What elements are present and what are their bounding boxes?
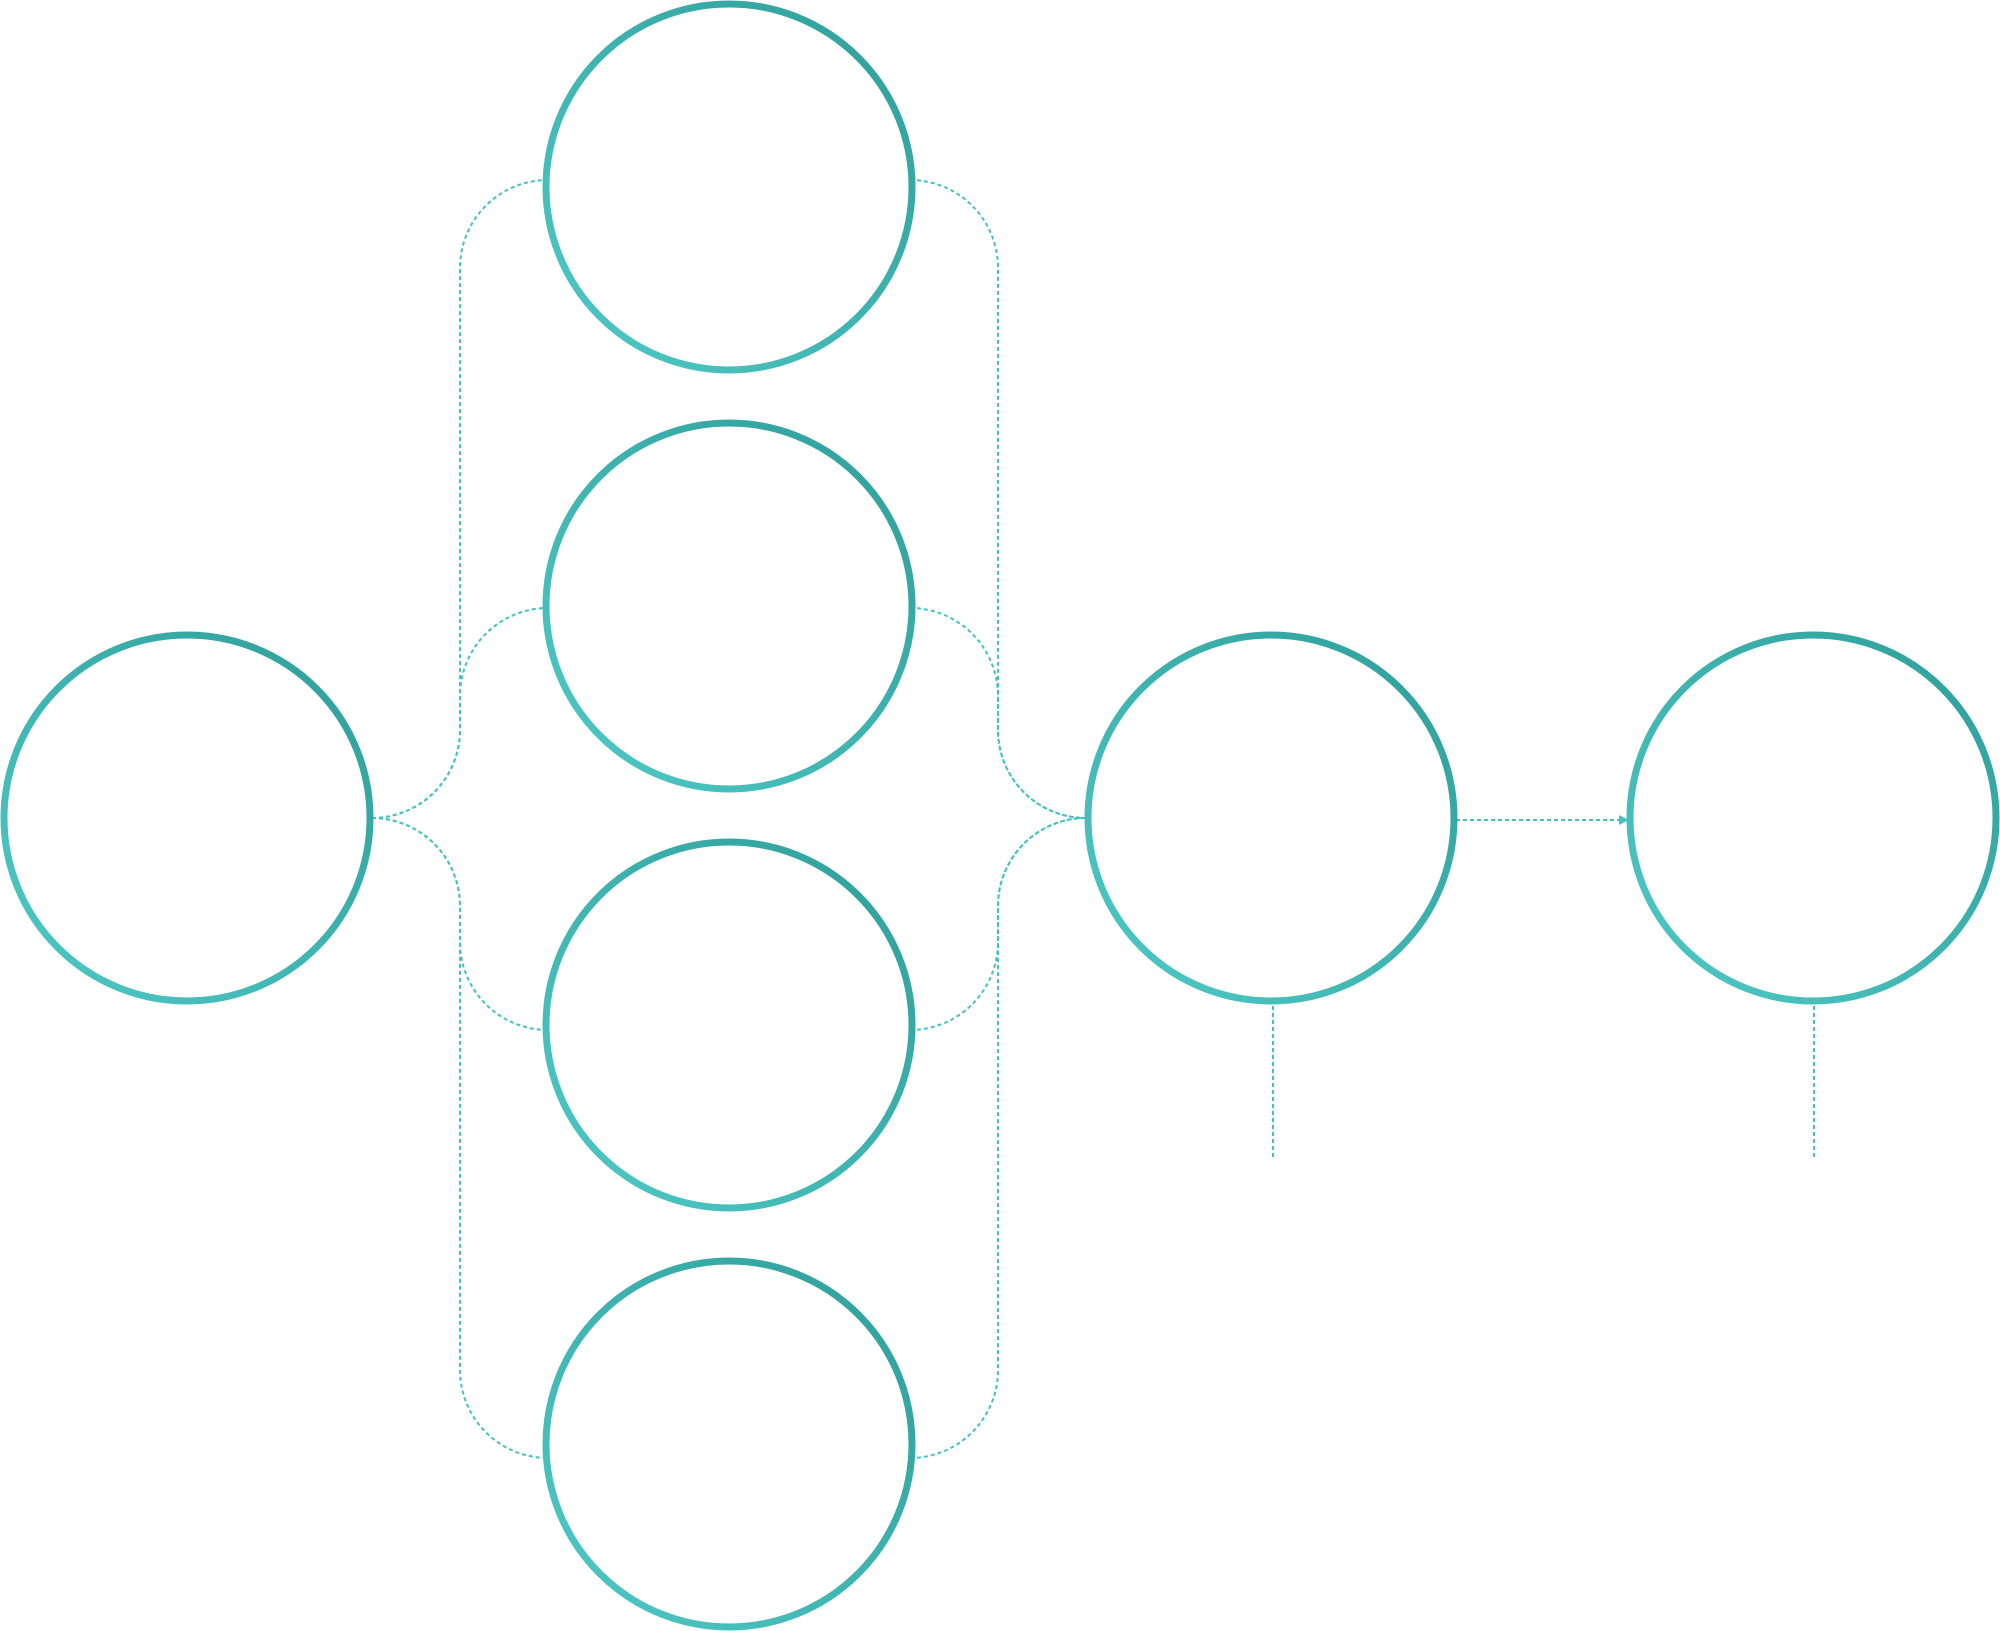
fan-in-connectors bbox=[909, 179, 1087, 1459]
node-output[interactable] bbox=[1626, 631, 2000, 1005]
node-branch-1[interactable] bbox=[542, 0, 916, 374]
node-branch-4[interactable] bbox=[542, 1257, 916, 1631]
node-branch-2[interactable] bbox=[542, 419, 916, 793]
node-source[interactable] bbox=[0, 631, 374, 1005]
edge-branch-2-merge bbox=[909, 607, 1087, 819]
fan-out-connectors bbox=[371, 179, 549, 1459]
edge-source-branch-4 bbox=[371, 817, 549, 1459]
edge-branch-1-merge bbox=[909, 179, 1087, 819]
edge-source-branch-1 bbox=[371, 179, 549, 819]
node-branch-3[interactable] bbox=[542, 838, 916, 1212]
edge-source-branch-2 bbox=[371, 607, 549, 819]
node-merge[interactable] bbox=[1084, 631, 1458, 1005]
edge-branch-4-merge bbox=[909, 817, 1087, 1459]
